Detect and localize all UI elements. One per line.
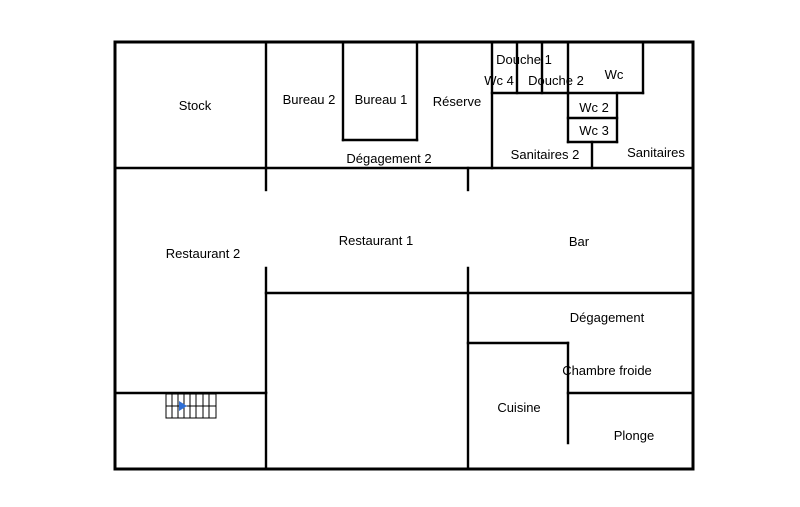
room-label-wc2: Wc 2 — [579, 100, 609, 115]
room-label-sanitaires: Sanitaires — [627, 145, 685, 160]
room-label-cuisine: Cuisine — [497, 400, 540, 415]
outer-wall — [113, 40, 695, 471]
room-label-chambre-froide: Chambre froide — [562, 363, 652, 378]
stair-arrow-icon — [179, 401, 187, 411]
room-label-plonge: Plonge — [614, 428, 654, 443]
room-label-restaurant2: Restaurant 2 — [166, 246, 240, 261]
walls — [113, 40, 695, 471]
stairs-icon — [165, 393, 217, 419]
room-label-wc3: Wc 3 — [579, 123, 609, 138]
room-label-reserve: Réserve — [433, 94, 481, 109]
room-label-bureau1: Bureau 1 — [355, 92, 408, 107]
room-label-degagement: Dégagement — [570, 310, 645, 325]
room-label-douche1: Douche 1 — [496, 52, 552, 67]
room-label-bureau2: Bureau 2 — [283, 92, 336, 107]
room-label-wc: Wc — [605, 67, 624, 82]
room-label-bar: Bar — [569, 234, 590, 249]
room-labels: Stock Bureau 2 Bureau 1 Réserve Douche 1… — [166, 52, 686, 443]
room-label-stock: Stock — [179, 98, 212, 113]
room-label-douche2: Douche 2 — [528, 73, 584, 88]
room-label-wc4: Wc 4 — [484, 73, 514, 88]
room-label-sanitaires2: Sanitaires 2 — [511, 147, 580, 162]
room-label-degagement2: Dégagement 2 — [346, 151, 431, 166]
room-label-restaurant1: Restaurant 1 — [339, 233, 413, 248]
